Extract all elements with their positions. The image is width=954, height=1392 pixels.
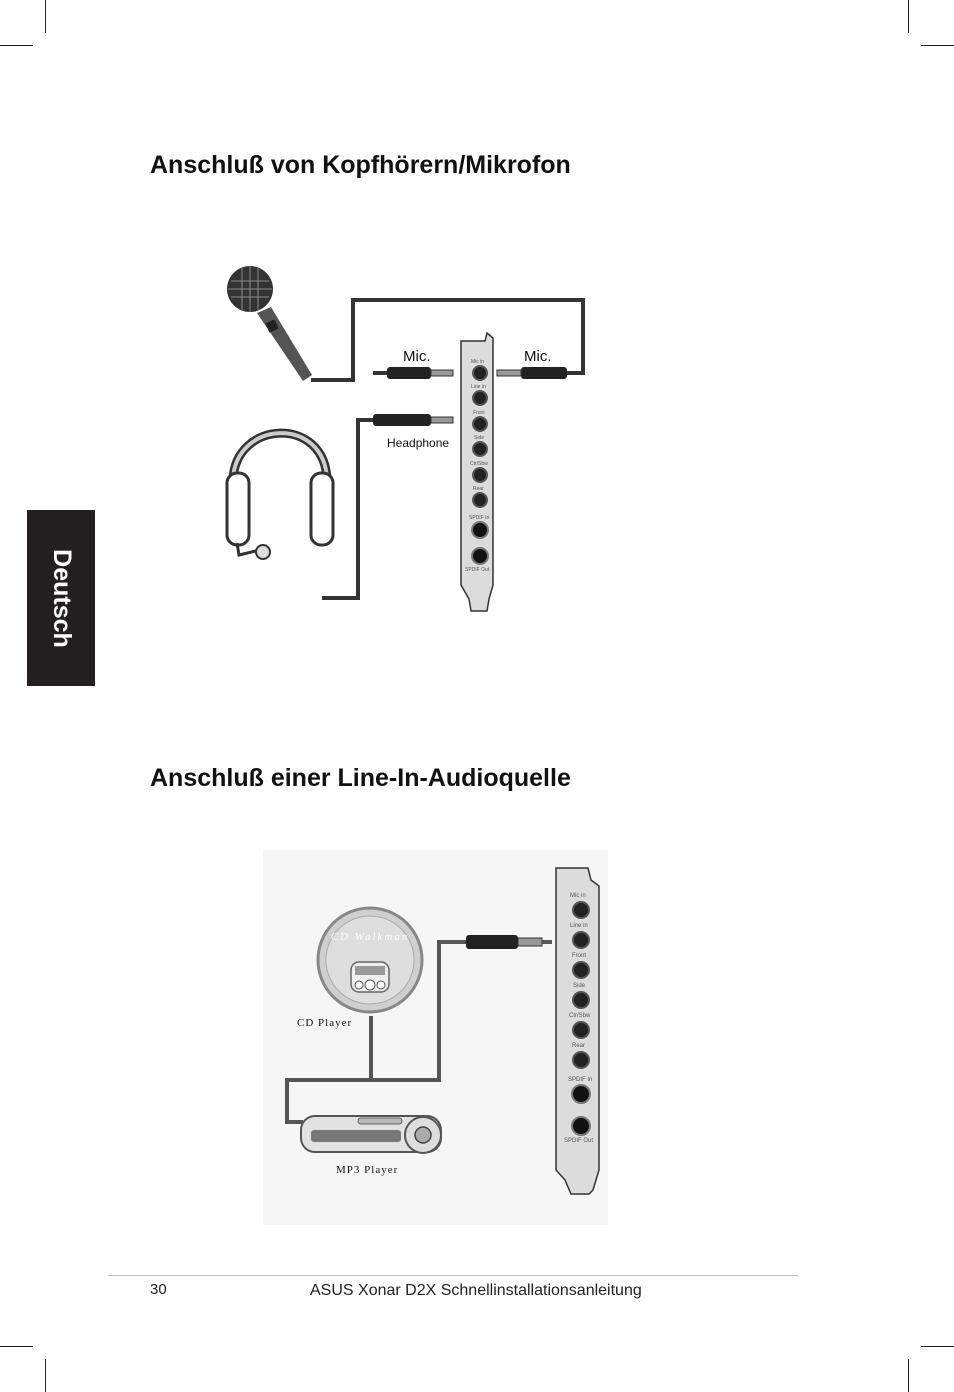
port-label: Mic in	[471, 359, 484, 365]
crop-mark	[0, 45, 33, 46]
port-label: Side	[474, 435, 484, 441]
mp3-player-icon	[300, 1115, 442, 1154]
port-label: Ctr/Sbw	[569, 1013, 591, 1019]
port-label: SPDIF Out	[465, 567, 490, 573]
section-heading-headphones-mic: Anschluß von Kopfhörern/Mikrofon	[150, 151, 571, 179]
crop-mark	[921, 1346, 954, 1347]
port-label: Front	[473, 410, 485, 416]
crop-mark	[921, 45, 954, 46]
headphones-icon	[225, 428, 335, 560]
cd-player-label: CD Player	[297, 1017, 352, 1029]
cd-logo-text: CD Walkman	[331, 931, 410, 943]
port-label: Mic in	[570, 893, 586, 899]
language-tab-label: Deutsch	[47, 548, 76, 648]
sound-card-bracket: Mic in Line in Front Side Ctr/Sbw Rear S…	[555, 867, 600, 1195]
language-side-tab: Deutsch	[27, 510, 95, 686]
mic-label-right: Mic.	[524, 348, 552, 365]
port-label: SPDIF Out	[564, 1138, 593, 1144]
port-label: Rear	[572, 1043, 585, 1049]
crop-mark	[45, 0, 46, 33]
footer-divider	[108, 1275, 798, 1276]
line-in-diagram: CD Walkman Mic in Line in Front Side Ctr…	[263, 850, 608, 1225]
sound-card-bracket: Mic in Line in Front Side Ctr/Sbw Rear S…	[460, 331, 494, 612]
crop-mark	[45, 1359, 46, 1392]
mp3-player-label: MP3 Player	[336, 1164, 398, 1176]
port-label: Front	[572, 953, 586, 959]
port-label: SPDIF In	[568, 1077, 592, 1083]
port-label: Line in	[471, 384, 486, 390]
page-number: 30	[150, 1281, 167, 1298]
microphone-icon	[227, 266, 312, 381]
port-label: Side	[573, 983, 586, 989]
section-heading-line-in: Anschluß einer Line-In-Audioquelle	[150, 764, 571, 792]
crop-mark	[908, 0, 909, 33]
headphone-mic-diagram: Mic in Line in Front Side Ctr/Sbw Rear S…	[225, 266, 585, 612]
crop-mark	[0, 1346, 33, 1347]
headphone-label: Headphone	[387, 436, 449, 450]
mic-plug-right-icon	[496, 367, 567, 379]
port-label: Ctr/Sbw	[470, 461, 488, 467]
line-in-plug-icon	[466, 935, 552, 949]
port-label: Line in	[570, 923, 588, 929]
crop-mark	[908, 1359, 909, 1392]
footer-title: ASUS Xonar D2X Schnellinstallationsanlei…	[310, 1282, 642, 1299]
port-label: SPDIF In	[469, 515, 490, 521]
headphone-plug-icon	[373, 414, 454, 426]
port-label: Rear	[473, 486, 484, 492]
mic-plug-left-icon	[387, 367, 454, 379]
mic-label-left: Mic.	[403, 348, 431, 365]
cd-walkman-icon: CD Walkman	[316, 906, 424, 1014]
